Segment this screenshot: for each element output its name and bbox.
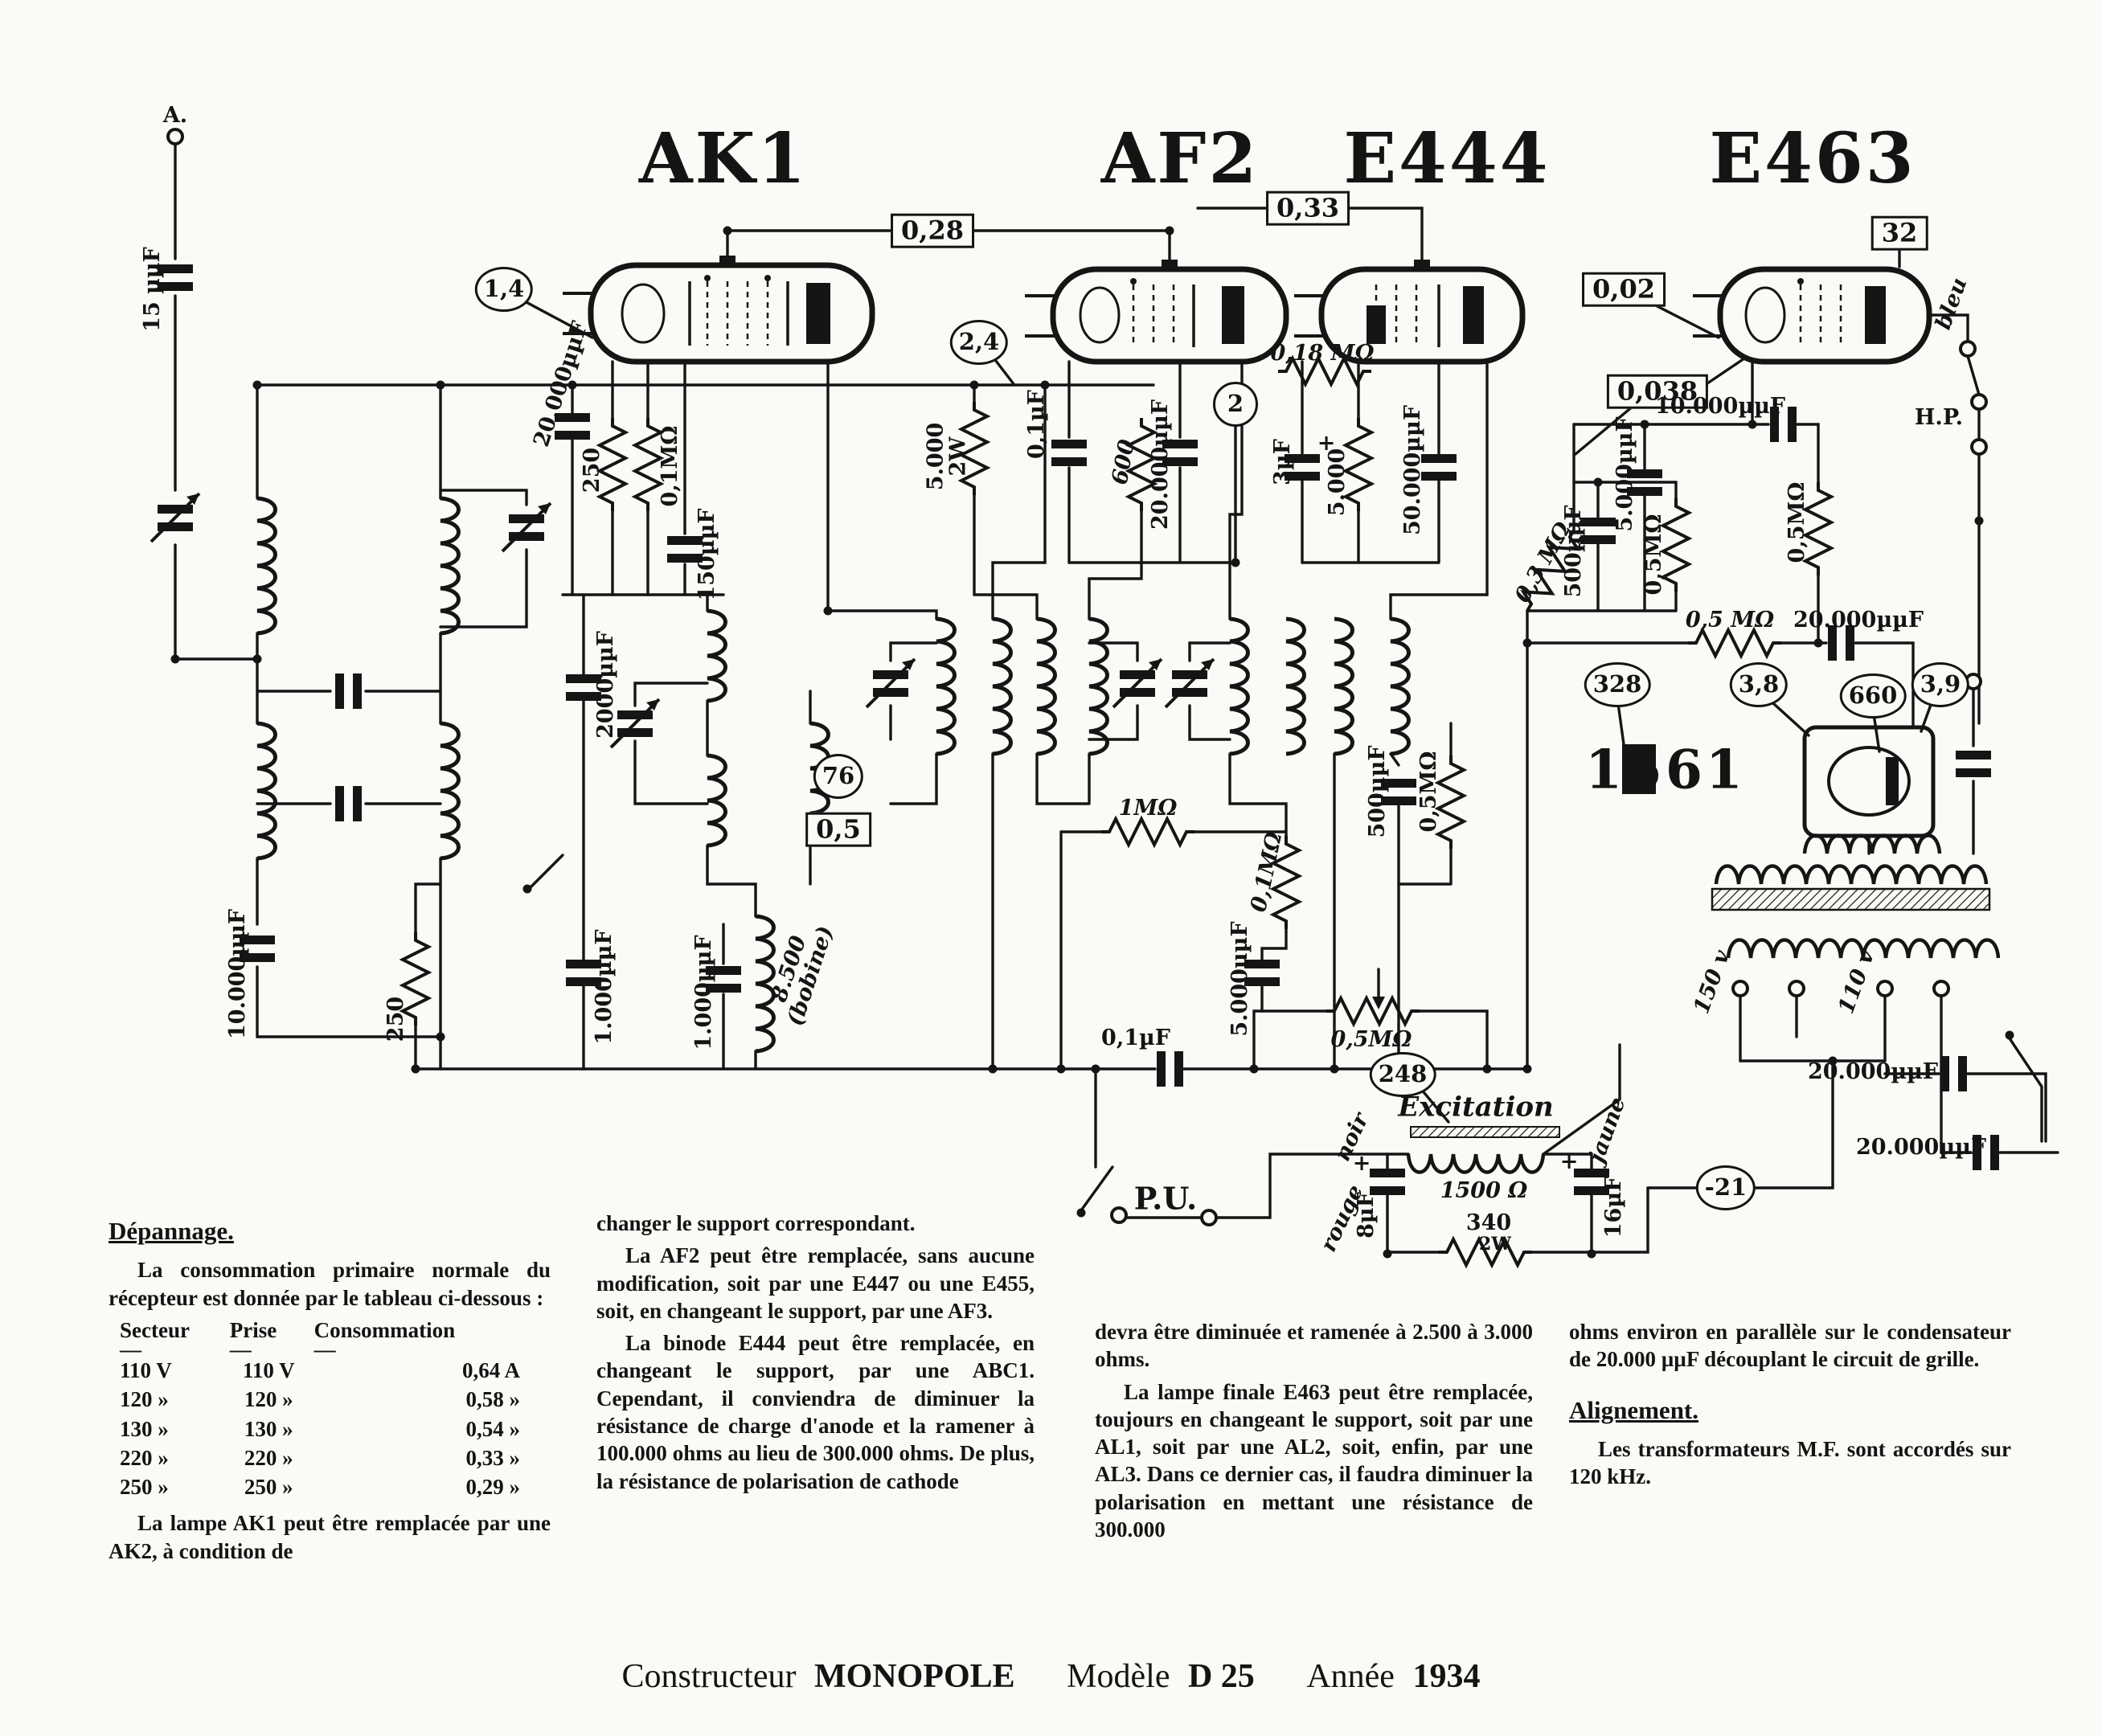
column-4: ohms environ en parallèle sur le condens… [1569,1318,2011,1495]
col2-p3: La binode E444 peut être remplacée, en c… [596,1331,1035,1493]
consumption-row: 110 V 110 V 0,64 A [117,1356,523,1385]
col4-p1: ohms environ en parallèle sur le condens… [1569,1320,2011,1372]
consumption-cell: 0,54 » [465,1416,521,1441]
consumption-cell: 0,29 » [465,1475,521,1500]
footer-brand: MONOPOLE [814,1658,1015,1695]
consumption-cell: 0,64 A [461,1358,520,1383]
consumption-cell: 110 V [120,1358,172,1383]
col3-p2: La lampe finale E463 peut être remplacée… [1095,1379,1533,1542]
consumption-row: 220 » 220 » 0,33 » [117,1443,523,1472]
consumption-header: Prise [227,1316,311,1356]
footer-modele-num: D 25 [1187,1658,1255,1695]
wiring [174,142,2059,1255]
footer-annee: 1934 [1412,1658,1481,1695]
components [151,128,2014,1267]
consumption-row: 250 » 250 » 0,29 » [117,1472,523,1501]
tube-e463 [1693,266,1932,365]
consumption-cell: 130 » [120,1416,169,1441]
depannage-note: La lampe AK1 peut être remplacée par une… [109,1511,551,1563]
consumption-cell: 120 » [120,1387,169,1412]
consumption-cell: 250 » [120,1475,169,1500]
footer: Constructeur MONOPOLE Modèle D 25 Année … [0,1657,2102,1696]
depannage-heading: Dépannage. [109,1217,234,1245]
col2-p1: changer le support correspondant. [596,1211,916,1235]
footer-constructeur-label: Constructeur [621,1658,797,1695]
consumption-cell: 0,58 » [465,1387,521,1412]
column-3: devra être diminuée et ramenée à 2.500 à… [1095,1318,1533,1548]
footer-annee-label: Année [1306,1658,1395,1695]
tube-af2 [1025,260,1289,365]
consumption-cell: 130 » [244,1416,293,1441]
consumption-table: SecteurPriseConsommation 110 V 110 V 0,64 … [117,1316,523,1502]
consumption-cell: 250 » [244,1475,293,1500]
consumption-table-head-row: SecteurPriseConsommation [117,1316,523,1356]
consumption-cell: 0,33 » [465,1445,521,1470]
col3-p1: devra être diminuée et ramenée à 2.500 à… [1095,1320,1533,1372]
consumption-cell: 220 » [120,1445,169,1470]
consumption-cell: 110 V [242,1358,295,1383]
alignement-heading: Alignement. [1569,1395,1699,1424]
tube-ak1 [563,256,875,365]
footer-modele-label: Modèle [1067,1658,1170,1695]
col2-p2: La AF2 peut être remplacée, sans aucune … [596,1243,1035,1323]
consumption-cell: 220 » [244,1445,293,1470]
consumption-header: Consommation [311,1316,523,1356]
column-2: changer le support correspondant. La AF2… [596,1210,1035,1500]
column-depannage: Dépannage. La consommation primaire norm… [109,1215,551,1570]
consumption-row: 120 » 120 » 0,58 » [117,1385,523,1414]
consumption-row: 130 » 130 » 0,54 » [117,1415,523,1443]
depannage-intro: La consommation primaire normale du réce… [109,1258,551,1310]
consumption-cell: 120 » [244,1387,293,1412]
tube-e444 [1294,260,1526,365]
col4-p2: Les transformateurs M.F. sont accordés s… [1569,1436,2011,1489]
consumption-header: Secteur [117,1316,227,1356]
